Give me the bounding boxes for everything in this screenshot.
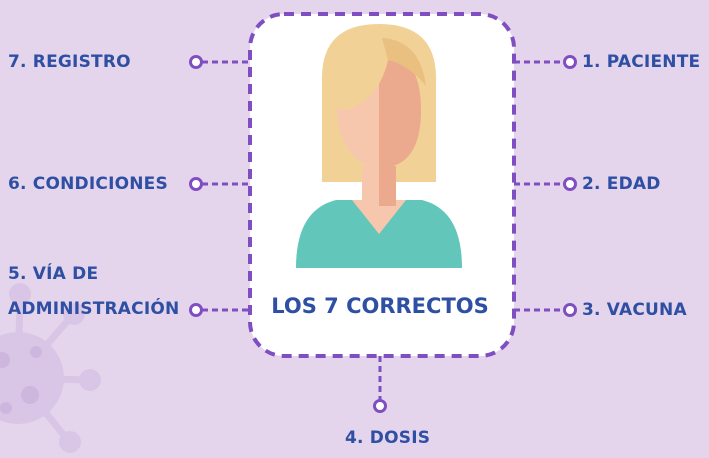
node-5 [189,303,203,317]
item-dosis-label: 4. DOSIS [345,428,431,448]
item-registro-label: 7. REGISTRO [8,52,131,72]
node-6 [189,177,203,191]
node-7 [189,55,203,69]
node-2 [563,177,577,191]
item-via-label-line1: 5. VÍA DE [8,264,99,284]
item-vacuna-label: 3. VACUNA [582,300,687,320]
connectors [202,60,564,400]
diagram-title: LOS 7 CORRECTOS [271,294,489,318]
item-paciente-label: 1. PACIENTE [582,52,701,72]
connector-nodes [189,55,577,413]
virus-icon [0,283,101,453]
item-condiciones-label: 6. CONDICIONES [8,174,168,194]
item-edad-label: 2. EDAD [582,174,661,194]
node-1 [563,55,577,69]
nurse-avatar-icon [296,24,462,268]
item-via-label-line2: ADMINISTRACIÓN [8,299,180,319]
node-3 [563,303,577,317]
node-4 [373,399,387,413]
